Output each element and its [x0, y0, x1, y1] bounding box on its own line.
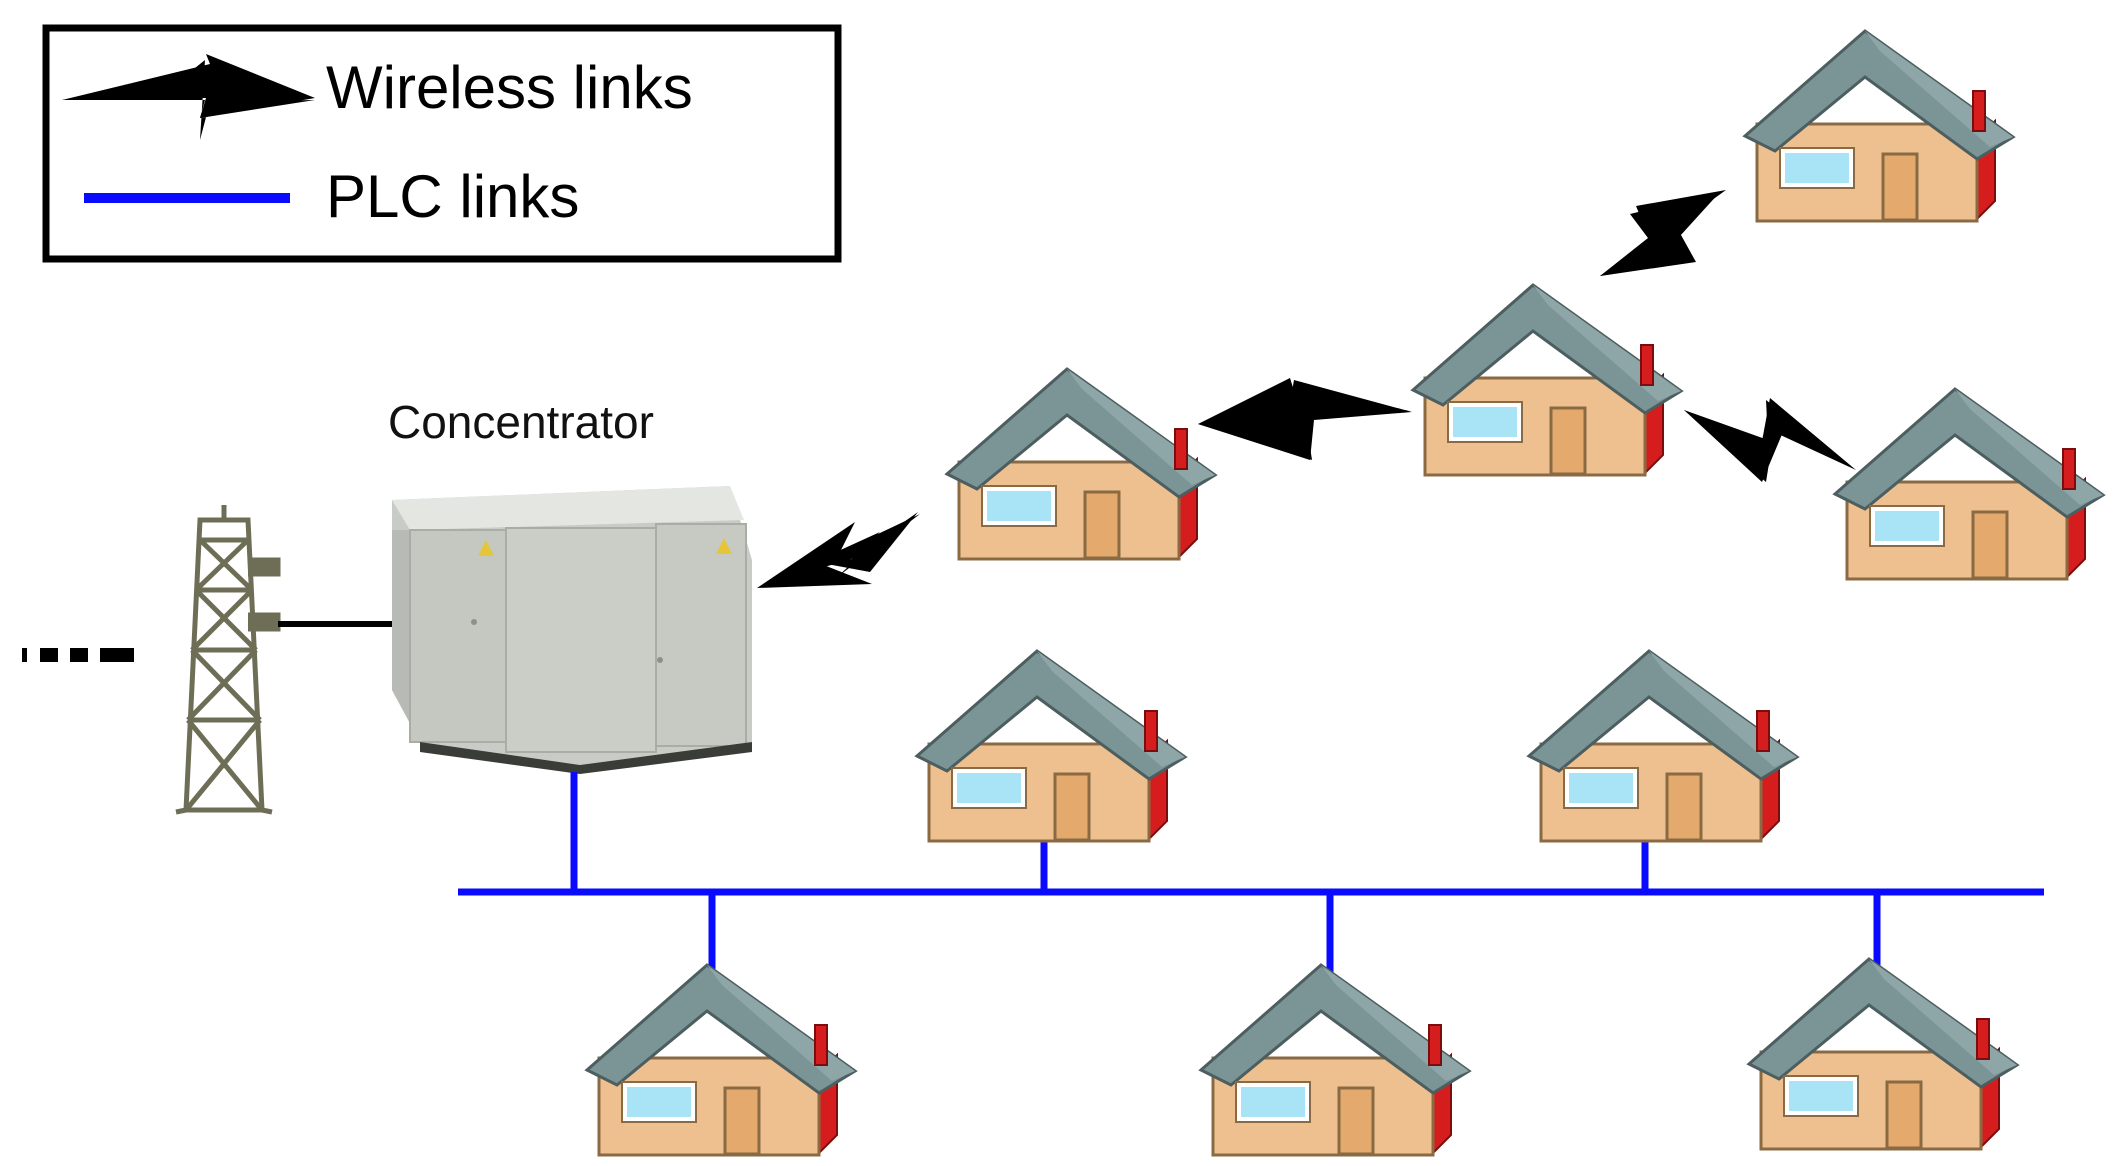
wireless-link-concentrator	[757, 512, 918, 588]
legend: Wireless links PLC links	[42, 24, 842, 263]
house-w1	[945, 367, 1217, 561]
concentrator-label: Concentrator	[388, 396, 654, 448]
house-w3	[1743, 29, 2015, 223]
house-p4	[1199, 963, 1471, 1157]
house-w4	[1833, 387, 2105, 581]
legend-plc-label: PLC links	[326, 163, 579, 230]
plc-network	[458, 772, 2044, 978]
house-w2	[1411, 283, 1683, 477]
transmission-tower-icon	[175, 505, 281, 815]
concentrator-cabinet-icon	[392, 486, 752, 774]
legend-box	[42, 24, 842, 263]
house-p3	[585, 963, 857, 1157]
continuation-dots	[22, 648, 134, 662]
legend-wireless-label: Wireless links	[326, 54, 693, 121]
house-p2	[1527, 649, 1799, 843]
house-p1	[915, 649, 1187, 843]
house-p5	[1747, 957, 2019, 1151]
wireless-links	[757, 190, 1856, 588]
